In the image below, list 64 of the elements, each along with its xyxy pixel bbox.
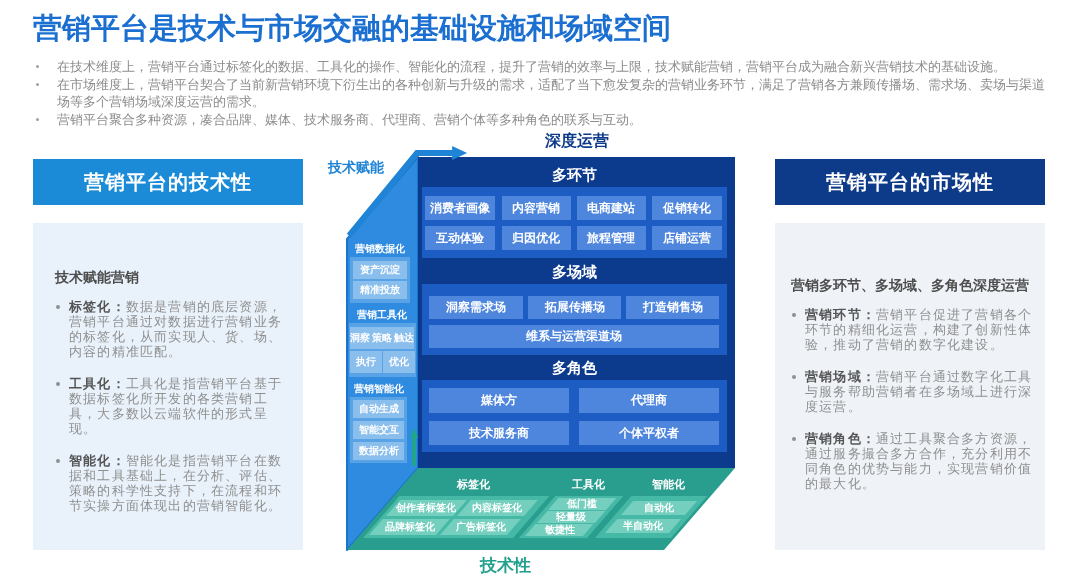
item-tile: 内容营销 [501,196,571,220]
bullet-paragraph: 营销场域：营销平台通过数字化工具与服务帮助营销者在多场域上进行深度运营。 [791,369,1041,414]
face-title: 技术性 [478,554,532,576]
item-tile: 优化 [382,351,415,373]
category-title: 工具化 [571,477,607,492]
item-tile: 洞察需求场 [429,296,523,319]
bullet-paragraph: 智能化：智能化是指营销平台在数据和工具基础上，在分析、评估、策略的科学性支持下，在流程和环节实操方面体现出的营销智能化。 [55,453,292,513]
item-tile: 消费者画像 [425,196,495,220]
category-title: 营销智能化 [352,382,405,395]
panel-heading: 技术赋能营销 [55,269,140,285]
item-tile: 智能交互 [353,421,404,439]
bullet-paragraph: 营销平台聚合多种资源，凑合品牌、媒体、技术服务商、代理商、营销个体等多种角色的联系与互动。 [35,110,1052,128]
item-tile: 技术服务商 [429,421,569,445]
item-tile: 半自动化 [605,519,682,533]
bullet-paragraph: 在技术维度上，营销平台通过标签化的数据、工具化的操作、智能化的流程，提升了营销的效率与上限，技术赋能营销，营销平台成为融合新兴营销技术的基础设施。 [35,58,1052,76]
header-banner: 营销平台的技术性 [33,159,303,205]
item-tile: 精准投放 [353,281,407,299]
item-tile: 敏捷性 [525,524,594,536]
category-title: 营销工具化 [356,308,408,321]
category-title: 营销数据化 [354,242,406,255]
item-tile: 数据分析 [353,442,404,460]
item-tile: 执行 [349,351,382,373]
bullet-paragraph: 在市场维度上，营销平台契合了当前新营销环境下衍生出的各种创新与升级的需求，适配了当下愈发复杂的营销业务环节，满足了营销各方兼顾传播场、需求场、卖场与渠道场等多个营销场域深度运营的需求。 [35,75,1052,111]
item-tile: 内容标签化 [456,500,538,516]
category-title: 多场域 [550,263,598,281]
bullet-paragraph: 营销环节：营销平台促进了营销各个环节的精细化运营，构建了创新性体验，推动了营销的数字化建设。 [791,307,1041,352]
page-title: 营销平台是技术与市场交融的基础设施和场域空间 [33,10,671,47]
category-title: 多环节 [550,166,598,184]
item-tile: 品牌标签化 [369,519,451,535]
item-tile: 打造销售场 [626,296,719,319]
item-tile: 互动体验 [425,226,495,250]
item-tile: 电商建站 [576,196,646,220]
bullet-paragraph: 营销角色：通过工具聚合多方资源，通过服务撮合多方合作，充分利用不同角色的优势与能力，实现营销价值的最大化。 [791,431,1041,491]
item-tile: 自动化 [620,501,697,515]
item-tile: 促销转化 [651,196,722,220]
info-panel [775,223,1045,550]
item-tile: 轻量级 [536,511,605,523]
item-tile: 自动生成 [353,400,404,418]
category-title: 多角色 [550,359,598,377]
bullet-paragraph: 标签化：数据是营销的底层资源，营销平台通过对数据进行营销业务的标签化，从而实现人、货、场、内容的精准匹配。 [55,299,292,359]
item-tile: 归因优化 [501,226,571,250]
item-tile: 旅程管理 [576,226,646,250]
bullet-paragraph: 工具化：工具化是指营销平台基于数据标签化所开发的各类营销工具，大多数以云端软件的形式呈现。 [55,376,292,436]
item-tile: 策略 [371,327,393,349]
item-tile: 媒体方 [429,388,569,413]
item-tile: 低门槛 [547,498,617,510]
item-tile: 拓展传播场 [528,296,621,319]
item-tile: 代理商 [579,388,719,413]
category-title: 智能化 [651,477,687,492]
item-tile: 资产沉淀 [353,261,407,279]
arrow [346,146,468,238]
item-tile: 洞察 [349,327,371,349]
item-tile: 店铺运营 [651,226,722,250]
item-tile: 广告标签化 [440,519,522,535]
item-tile: 创作者标签化 [385,500,467,516]
header-banner: 营销平台的市场性 [775,159,1045,205]
category-title: 标签化 [456,477,492,492]
face-title: 深度运营 [543,131,610,151]
panel-heading: 营销多环节、多场域、多角色深度运营 [791,277,1030,293]
item-tile: 触达 [393,327,415,349]
item-tile: 个体平权者 [579,421,719,445]
item-tile: 维系与运营渠道场 [429,325,719,348]
edge-label: 技术赋能 [327,157,386,176]
info-panel [33,223,303,550]
